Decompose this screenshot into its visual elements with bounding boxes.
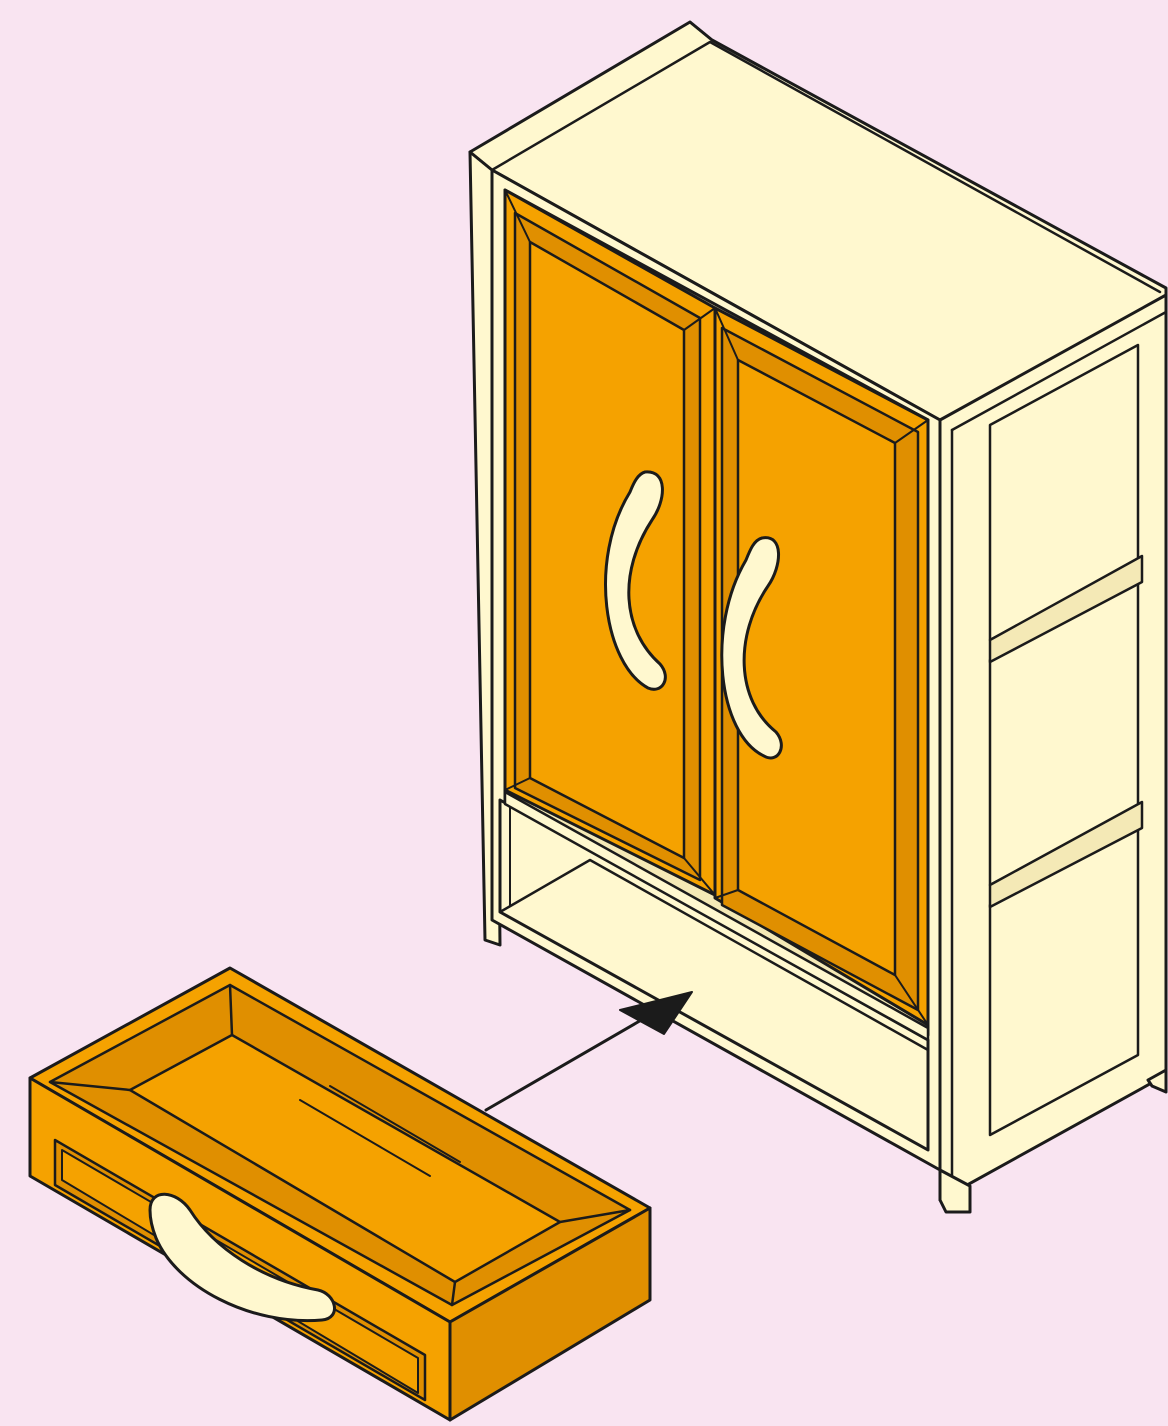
insert-arrow-shaft [486, 1015, 650, 1110]
drawer [30, 968, 650, 1420]
left-door-panel [530, 242, 684, 858]
right-door [715, 308, 928, 1025]
insert-arrow-icon [486, 992, 692, 1110]
right-door-panel [738, 360, 895, 975]
wardrobe [470, 22, 1166, 1212]
left-door [505, 190, 715, 895]
